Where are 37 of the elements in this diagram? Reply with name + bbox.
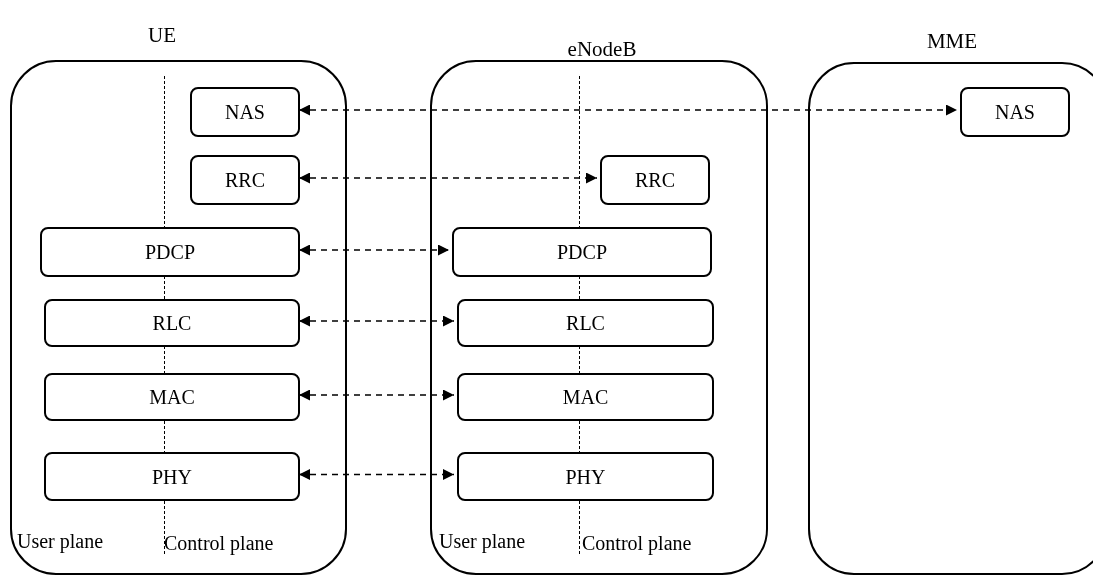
layer-box <box>44 452 300 501</box>
entity-title: UE <box>148 22 176 49</box>
layer-box <box>190 87 300 137</box>
entity-title: MME <box>926 28 978 55</box>
layer-name: MAC <box>149 385 195 410</box>
layer-name: RLC <box>566 311 605 336</box>
layer-name: PHY <box>565 464 606 490</box>
layer-box <box>44 373 300 421</box>
layer-box <box>600 155 710 205</box>
layer-box <box>40 227 300 277</box>
dashed-arrow <box>298 315 455 327</box>
dashed-arrow <box>298 172 598 184</box>
layer-box <box>960 87 1070 137</box>
plane-label: Control plane <box>582 531 692 557</box>
entity-title: eNodeB <box>567 36 637 63</box>
layer-name: RRC <box>635 168 675 193</box>
layer-name: PDCP <box>557 240 607 265</box>
dashed-arrow <box>298 104 958 116</box>
dashed-arrow <box>298 244 450 256</box>
layer-name: NAS <box>995 100 1035 125</box>
layer-name: PDCP <box>145 240 195 265</box>
layer-name: MAC <box>562 385 609 410</box>
plane-label: User plane <box>17 529 104 555</box>
dashed-arrow <box>298 389 455 401</box>
layer-name: RLC <box>152 311 192 336</box>
layer-box <box>457 452 714 501</box>
plane-label: User plane <box>439 529 526 555</box>
layer-box <box>44 299 300 347</box>
layer-box <box>452 227 712 277</box>
plane-label: Control plane <box>164 531 274 557</box>
dashed-arrow <box>298 469 455 480</box>
layer-box <box>190 155 300 205</box>
layer-name: RRC <box>225 168 265 193</box>
layer-name: NAS <box>225 100 265 125</box>
layer-name: PHY <box>152 464 192 490</box>
layer-box <box>457 299 714 347</box>
layer-box <box>457 373 714 421</box>
